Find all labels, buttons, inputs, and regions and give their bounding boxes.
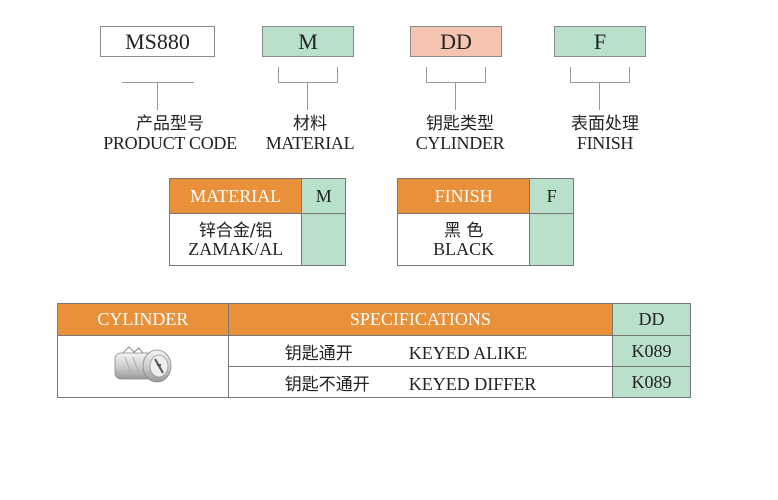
spec-en: KEYED DIFFER — [408, 373, 537, 394]
finish-table: FINISH F 黑 色 BLACK — [396, 178, 574, 266]
cylinder-table-header-specs: SPECIFICATIONS — [227, 303, 614, 336]
table-row: 钥匙不通开 KEYED DIFFER K089 — [58, 366, 691, 398]
product-code-connector — [122, 82, 194, 83]
finish-code-box: F — [554, 26, 646, 57]
spec-code: K089 — [612, 335, 691, 367]
finish-bracket — [570, 67, 630, 83]
finish-label: 表面处理 FINISH — [545, 115, 665, 153]
finish-table-code-header: F — [529, 178, 574, 214]
lock-cylinder-icon — [114, 345, 172, 382]
cylinder-label: 钥匙类型 CYLINDER — [400, 115, 520, 153]
cylinder-stem — [455, 82, 456, 110]
material-option-cn: 锌合金/铝 — [198, 220, 273, 241]
material-table: MATERIAL M 锌合金/铝 ZAMAK/AL — [168, 178, 346, 266]
cylinder-code-box: DD — [410, 26, 502, 57]
finish-label-en: FINISH — [576, 133, 634, 153]
product-code-box: MS880 — [100, 26, 215, 57]
material-bracket — [278, 67, 338, 83]
finish-option-cn: 黑 色 — [443, 220, 484, 241]
material-label: 材料 MATERIAL — [250, 115, 370, 153]
material-label-cn: 材料 — [293, 114, 327, 134]
material-code-box: M — [262, 26, 354, 57]
spec-row-1: 钥匙通开 KEYED ALIKE — [227, 335, 614, 367]
product-code-label-cn: 产品型号 — [136, 114, 204, 134]
finish-option-en: BLACK — [433, 238, 495, 259]
cylinder-label-en: CYLINDER — [415, 133, 505, 153]
spec-cn: 钥匙通开 — [284, 343, 353, 364]
spec-code: K089 — [612, 366, 691, 398]
finish-option: 黑 色 BLACK — [396, 213, 531, 266]
material-label-en: MATERIAL — [265, 133, 355, 153]
spec-cn: 钥匙不通开 — [284, 374, 370, 395]
material-option-en: ZAMAK/AL — [188, 238, 284, 259]
cylinder-table-header-cylinder: CYLINDER — [57, 303, 229, 336]
table-row: 钥匙通开 KEYED ALIKE K089 — [57, 335, 691, 398]
spec-en: KEYED ALIKE — [408, 342, 528, 363]
material-stem — [307, 82, 308, 110]
cylinder-table: CYLINDER SPECIFICATIONS DD — [57, 303, 691, 398]
product-code-stem — [157, 82, 158, 110]
cylinder-table-header-code: DD — [612, 303, 691, 336]
finish-label-cn: 表面处理 — [571, 114, 639, 134]
material-option: 锌合金/铝 ZAMAK/AL — [168, 213, 303, 266]
spec-row-2: 钥匙不通开 KEYED DIFFER — [227, 366, 614, 398]
finish-stem — [599, 82, 600, 110]
material-table-header: MATERIAL — [168, 178, 303, 214]
product-code-label-en: PRODUCT CODE — [103, 133, 237, 153]
cylinder-image-cell — [57, 335, 229, 398]
finish-table-header: FINISH — [396, 178, 531, 214]
material-table-code-header: M — [301, 178, 346, 214]
cylinder-bracket — [426, 67, 486, 83]
product-code-label: 产品型号 PRODUCT CODE — [80, 115, 260, 153]
cylinder-label-cn: 钥匙类型 — [426, 114, 494, 134]
material-option-code — [301, 213, 346, 266]
finish-option-code — [529, 213, 574, 266]
